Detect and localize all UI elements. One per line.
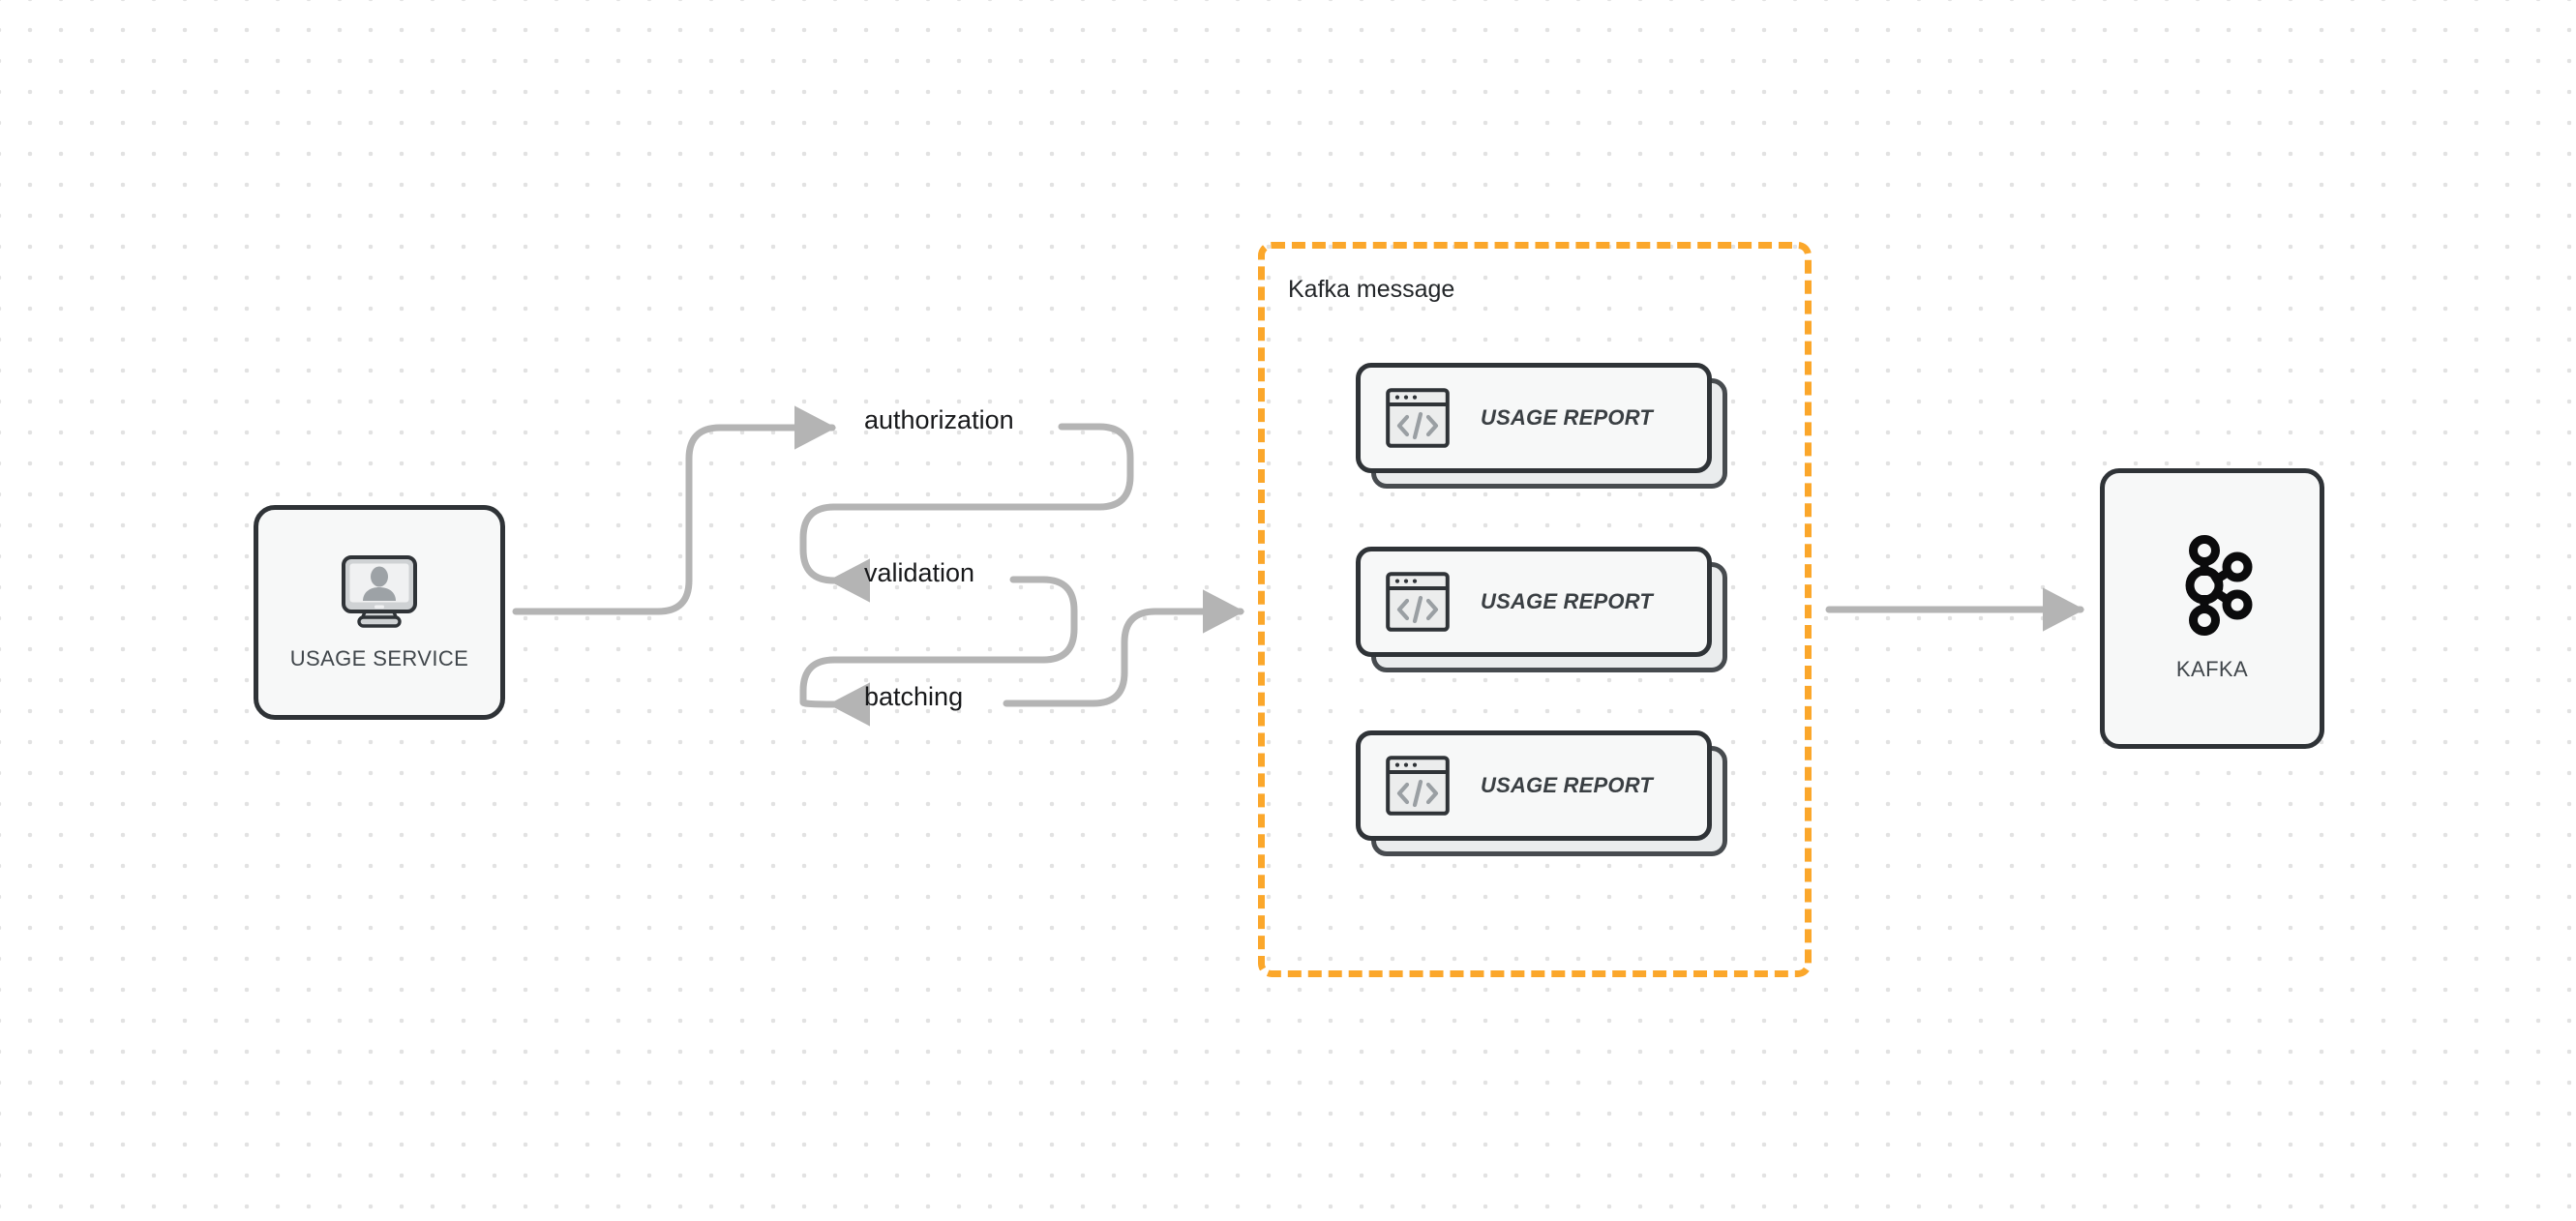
usage-report-card[interactable]: USAGE REPORT [1356, 547, 1727, 672]
node-usage-service-label: USAGE SERVICE [289, 646, 469, 670]
stage-label-validation: validation [864, 558, 975, 587]
code-window-icon [1361, 756, 1450, 816]
card-front: USAGE REPORT [1356, 547, 1712, 657]
usage-report-card-label: USAGE REPORT [1481, 773, 1654, 797]
usage-report-card-label: USAGE REPORT [1481, 405, 1654, 430]
connector-usage-service-to-authorization [512, 405, 837, 615]
card-front: USAGE REPORT [1356, 363, 1712, 473]
code-window-icon [1361, 388, 1450, 448]
code-window-icon [1361, 572, 1450, 632]
node-usage-service[interactable]: USAGE SERVICE [254, 505, 505, 720]
usage-report-card[interactable]: USAGE REPORT [1356, 730, 1727, 856]
group-kafka-message-title: Kafka message [1288, 276, 1455, 303]
kafka-logo-icon [2168, 535, 2257, 636]
card-front: USAGE REPORT [1356, 730, 1712, 841]
node-kafka[interactable]: KAFKA [2100, 468, 2324, 749]
node-kafka-label: KAFKA [2175, 657, 2249, 681]
group-kafka-message: Kafka message [1258, 242, 1812, 977]
monitor-user-icon [336, 553, 423, 631]
connector-batching-to-kafka-message [1003, 589, 1245, 707]
stage-label-authorization: authorization [864, 405, 1014, 434]
usage-report-card-label: USAGE REPORT [1481, 589, 1654, 613]
stage-label-batching: batching [864, 682, 964, 711]
usage-report-card[interactable]: USAGE REPORT [1356, 363, 1727, 489]
